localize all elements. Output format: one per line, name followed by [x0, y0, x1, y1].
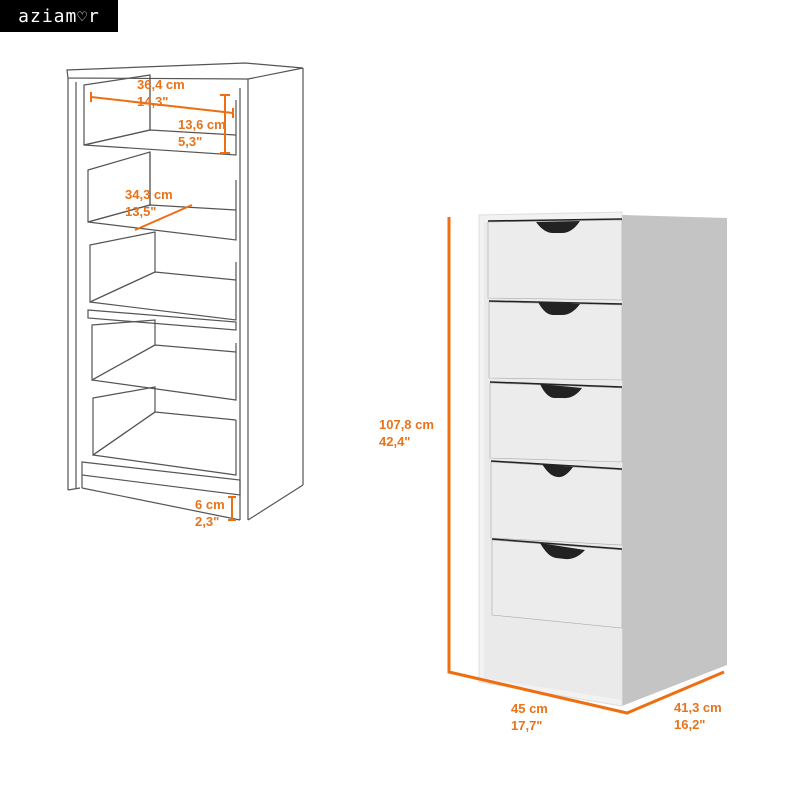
product-height-label: 107,8 cm 42,4"	[379, 417, 434, 449]
product-depth-label: 41,3 cm 16,2"	[674, 700, 722, 732]
drawer-handles	[536, 221, 585, 560]
drawer-1	[83, 74, 237, 156]
drawer-height-label: 13,6 cm 5,3"	[178, 117, 226, 149]
handle-icon	[542, 464, 573, 478]
drawer-width-line	[90, 96, 234, 114]
drawer-depth-label: 34,3 cm 13,5"	[125, 187, 173, 219]
drawer-width-label: 36,4 cm 14,3"	[137, 77, 185, 109]
drawer-3	[87, 231, 237, 331]
heart-icon: ♡	[77, 6, 88, 26]
front-drawers	[487, 219, 623, 629]
handle-icon	[540, 384, 582, 399]
brand-name-end: r	[87, 5, 100, 27]
handle-icon	[540, 543, 585, 560]
drawer-5	[92, 386, 237, 476]
base-height-label: 6 cm 2,3"	[195, 497, 225, 529]
handle-icon	[536, 221, 580, 233]
carcass-outline	[66, 62, 304, 521]
brand-logo: aziam♡r	[0, 0, 118, 32]
product-dimension-lines	[447, 217, 725, 715]
product-width-label: 45 cm 17,7"	[511, 701, 548, 733]
brand-name: aziam	[18, 5, 78, 27]
drawer-4	[91, 319, 237, 401]
handle-icon	[538, 302, 580, 315]
drawer-depth-line	[134, 204, 193, 231]
side-panel	[622, 215, 727, 706]
